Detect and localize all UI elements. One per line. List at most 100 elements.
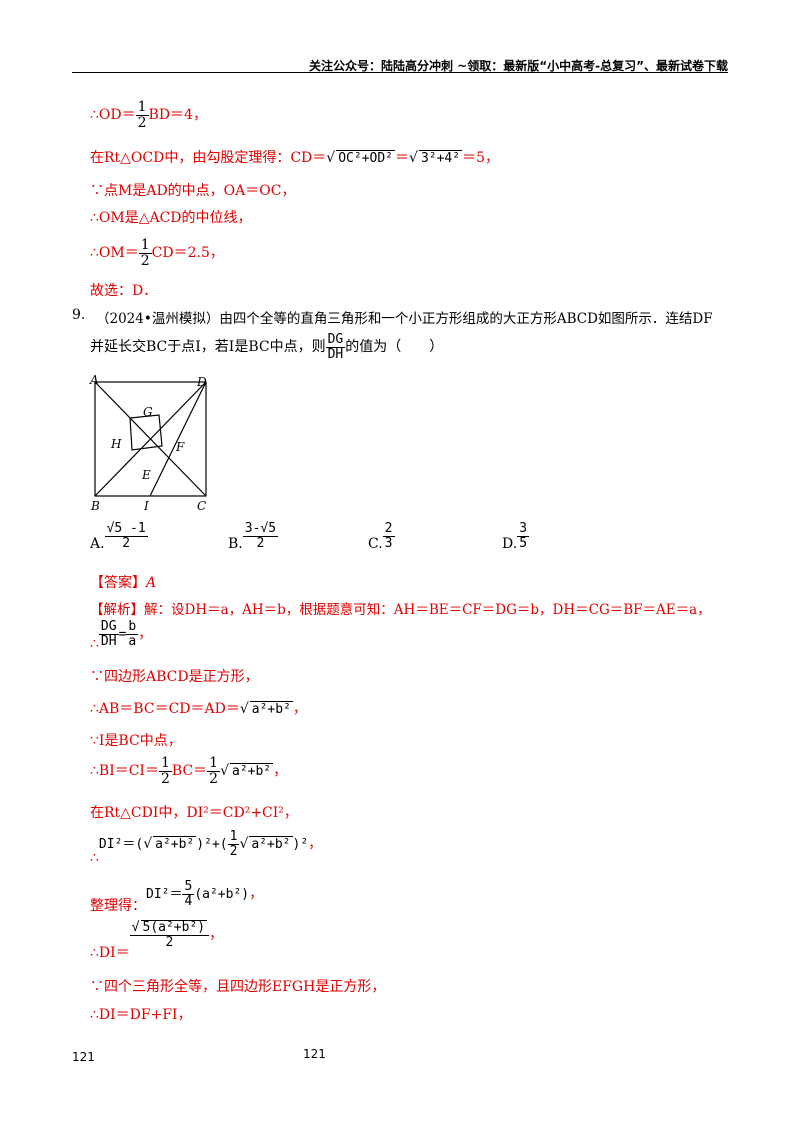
num: 3 bbox=[517, 521, 530, 537]
num: 5 bbox=[182, 879, 195, 895]
den: DH bbox=[100, 633, 117, 649]
num: √5 -1 bbox=[104, 521, 148, 537]
den: 2 bbox=[256, 535, 265, 551]
den: 4 bbox=[184, 893, 193, 909]
label-F: F bbox=[175, 440, 185, 454]
page-number-left: 121 bbox=[72, 1050, 95, 1064]
analysis-line12: ∴DI＝DF+FI， bbox=[90, 1007, 192, 1023]
text: ＝5， bbox=[462, 150, 499, 166]
radicand: 3²+4² bbox=[418, 150, 463, 166]
option-label: D. bbox=[502, 536, 518, 553]
text: ＝ bbox=[395, 150, 410, 166]
text: 解：设DH＝a，AH＝b，根据题意可知：AH＝BE＝CF＝DG＝b，DH＝CG＝… bbox=[144, 602, 711, 618]
label-G: G bbox=[143, 405, 153, 419]
den: 5 bbox=[519, 535, 528, 551]
den: 3 bbox=[384, 535, 393, 551]
line-om-midline: ∴OM是△ACD的中位线， bbox=[90, 210, 252, 226]
square-figure: A D G H F E B I C bbox=[89, 373, 207, 513]
text: ∴DI＝ bbox=[90, 944, 130, 961]
segment-DB bbox=[94, 381, 207, 497]
radicand: a²+b² bbox=[153, 836, 197, 853]
answer-tag: 【答案】 bbox=[90, 575, 146, 591]
text: BD＝4， bbox=[148, 107, 207, 124]
text: DI²＝ bbox=[146, 887, 183, 903]
answer-value: A bbox=[146, 575, 157, 591]
text: ∴ bbox=[90, 636, 99, 653]
text: ， bbox=[308, 836, 323, 853]
num: DG bbox=[325, 332, 346, 348]
den: 2 bbox=[122, 535, 131, 551]
num: 2 bbox=[382, 521, 395, 537]
question-number: 9. bbox=[72, 307, 86, 323]
text: )² bbox=[292, 837, 309, 853]
text: ， bbox=[273, 763, 288, 780]
text: (a²+b²) bbox=[194, 887, 250, 903]
text: = bbox=[118, 627, 127, 643]
text: )²+( bbox=[196, 837, 228, 853]
den: 2 bbox=[229, 843, 238, 859]
radicand: OC²+OD² bbox=[336, 150, 396, 166]
text: 并延长交BC于点I，若I是BC中点，则 bbox=[90, 339, 326, 356]
label-D: D bbox=[196, 375, 207, 389]
num: 1 bbox=[138, 237, 152, 254]
radicand: a²+b² bbox=[230, 763, 274, 780]
inner-square bbox=[129, 414, 163, 451]
analysis-line10: ∴DI＝√5(a²+b²)2， bbox=[90, 920, 224, 961]
label-B: B bbox=[90, 499, 100, 513]
num: 3-√5 bbox=[242, 521, 279, 537]
text: 整理得： bbox=[90, 898, 146, 915]
option-label: C. bbox=[368, 536, 383, 553]
page-number-center: 121 bbox=[303, 1047, 326, 1061]
den: 2 bbox=[160, 770, 170, 787]
num: b bbox=[126, 619, 139, 635]
analysis-line1: 【解析】解：设DH＝a，AH＝b，根据题意可知：AH＝BE＝CF＝DG＝b，DH… bbox=[90, 598, 711, 618]
text: ， bbox=[249, 886, 264, 903]
text: ∴OM＝ bbox=[90, 245, 139, 262]
text: ， bbox=[209, 926, 224, 943]
num: DG bbox=[98, 619, 119, 635]
text: ∴ bbox=[90, 850, 99, 867]
line-m-midpoint: ∵点M是AD的中点，OA＝OC， bbox=[90, 183, 296, 199]
den: DH bbox=[327, 346, 344, 362]
text: CD＝2.5， bbox=[151, 245, 224, 262]
analysis-line11: ∵四个三角形全等，且四边形EFGH是正方形， bbox=[90, 979, 386, 995]
num: 1 bbox=[207, 755, 221, 772]
num: 1 bbox=[158, 755, 172, 772]
label-E: E bbox=[141, 468, 151, 482]
analysis-line5: ∵I是BC中点， bbox=[90, 733, 182, 749]
analysis-line7: 在Rt△CDI中，DI²＝CD²+CI²， bbox=[90, 805, 298, 821]
den: a bbox=[128, 633, 137, 649]
segment-DI bbox=[149, 381, 207, 497]
label-H: H bbox=[110, 437, 122, 451]
answer-line: 【答案】A bbox=[90, 572, 156, 592]
radicand: a²+b² bbox=[249, 836, 293, 853]
text: ， bbox=[138, 626, 153, 643]
line-cd: 在Rt△OCD中，由勾股定理得：CD＝√OC²+OD²＝√3²+4²＝5， bbox=[90, 150, 499, 166]
text: ∴AB＝BC＝CD＝AD＝ bbox=[90, 701, 240, 717]
analysis-line4: ∴AB＝BC＝CD＝AD＝√a²+b²， bbox=[90, 701, 307, 717]
text: ∴BI＝CI＝ bbox=[90, 763, 159, 780]
text: 的值为（ ） bbox=[345, 339, 444, 356]
